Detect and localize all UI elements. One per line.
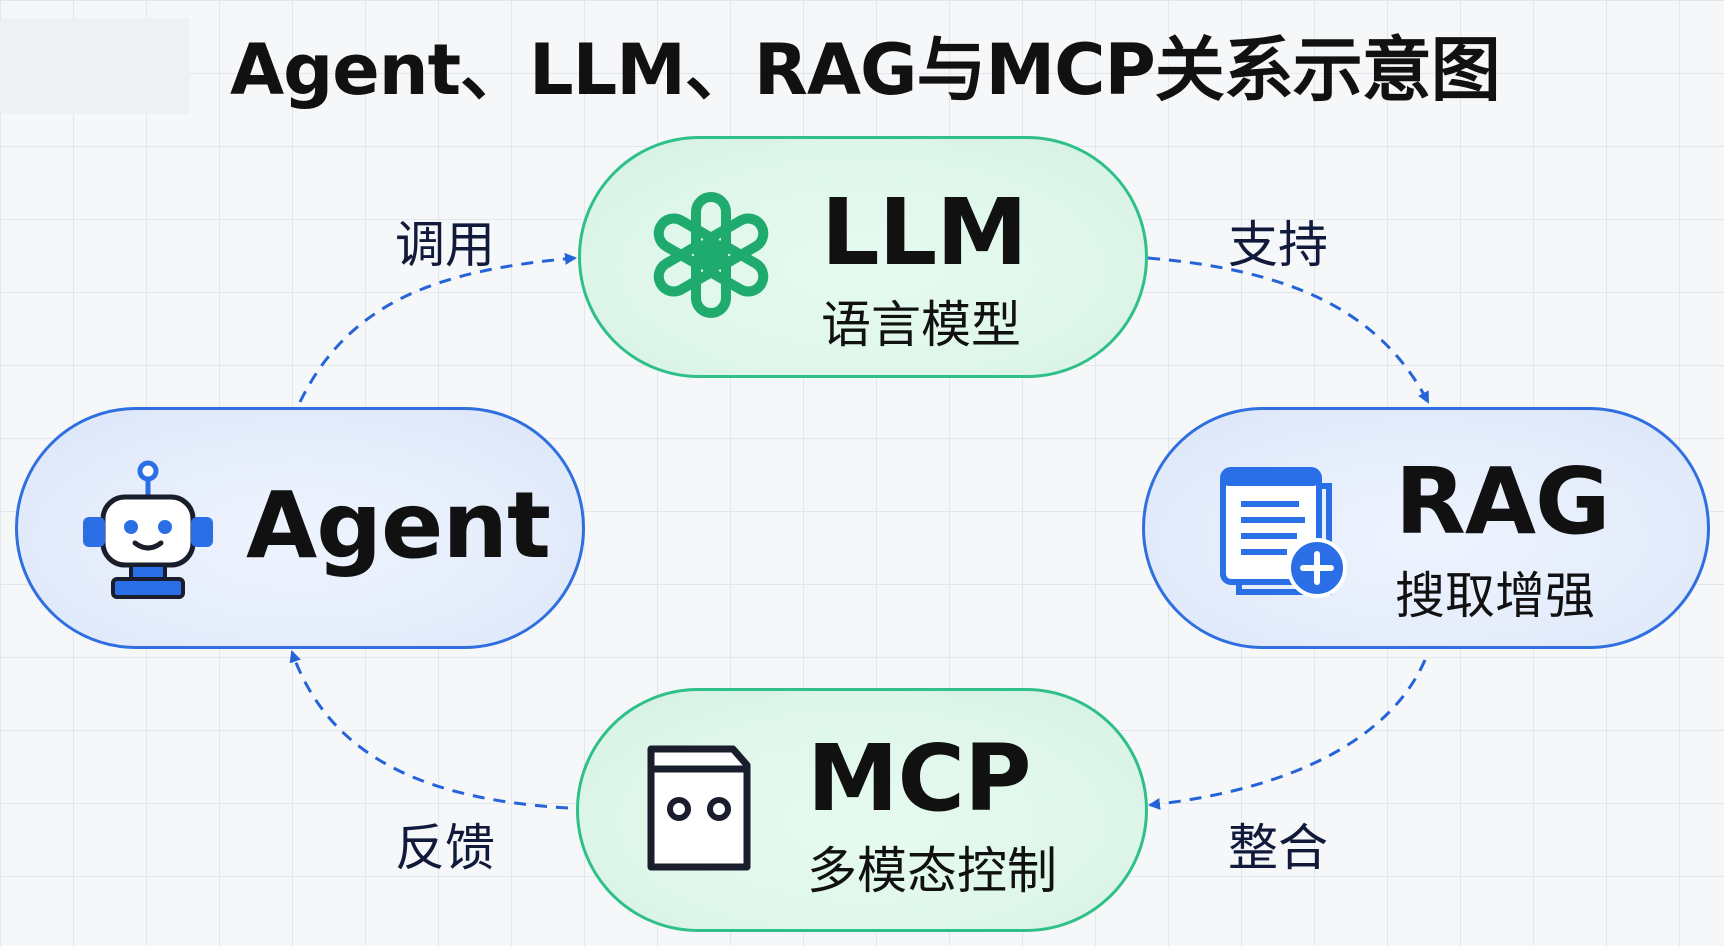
arrow-mcp-to-agent [289,650,569,810]
rag-node: RAG 搜取增强 [1142,407,1710,649]
mcp-name: MCP [807,725,1031,832]
edge-label-call: 调用 [395,216,495,274]
agent-node: Agent [15,407,585,649]
mcp-node: MCP 多模态控制 [576,688,1148,932]
edge-label-feedback: 反馈 [395,819,495,877]
device-box-icon [647,745,751,871]
arrow-agent-to-llm [298,252,577,403]
llm-subtitle: 语言模型 [821,296,1021,354]
arrow-llm-to-rag [1147,256,1430,404]
llm-node: LLM 语言模型 [578,136,1148,378]
openai-knot-icon [653,192,769,318]
rag-subtitle: 搜取增强 [1395,567,1595,625]
robot-icon [83,460,213,599]
edge-label-integrate: 整合 [1228,819,1328,877]
edge-label-support: 支持 [1228,216,1328,274]
mcp-subtitle: 多模态控制 [807,842,1057,900]
arrow-rag-to-mcp [1148,659,1427,810]
diagram-title: Agent、LLM、RAG与MCP关系示意图 [230,29,1501,111]
document-add-icon [1220,467,1347,598]
agent-name: Agent [246,472,551,579]
llm-name: LLM [821,179,1028,286]
rag-name: RAG [1395,448,1611,555]
faded-watermark-block [0,18,190,114]
